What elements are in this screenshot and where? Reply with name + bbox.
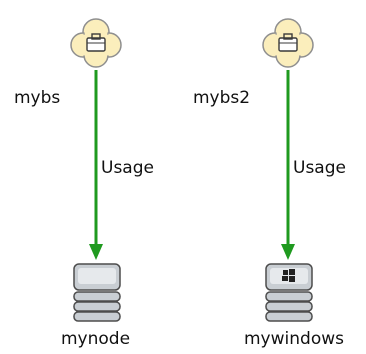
node-label-mynode: mynode <box>60 329 132 349</box>
business-service-cloud-icon[interactable] <box>258 10 318 72</box>
node-label-mybs2: mybs2 <box>192 88 252 108</box>
windows-server-icon[interactable] <box>262 262 316 324</box>
edge-label-usage: Usage <box>292 158 347 178</box>
windows-logo-icon <box>282 269 295 282</box>
server-node-icon[interactable] <box>70 262 124 324</box>
node-label-mywindows: mywindows <box>243 329 345 349</box>
edge-mybs-to-mynode[interactable] <box>89 70 103 260</box>
edge-label-usage: Usage <box>100 158 155 178</box>
node-label-mybs: mybs <box>13 88 62 108</box>
business-service-cloud-icon[interactable] <box>66 10 126 72</box>
edge-mybs2-to-mywindows[interactable] <box>281 70 295 260</box>
